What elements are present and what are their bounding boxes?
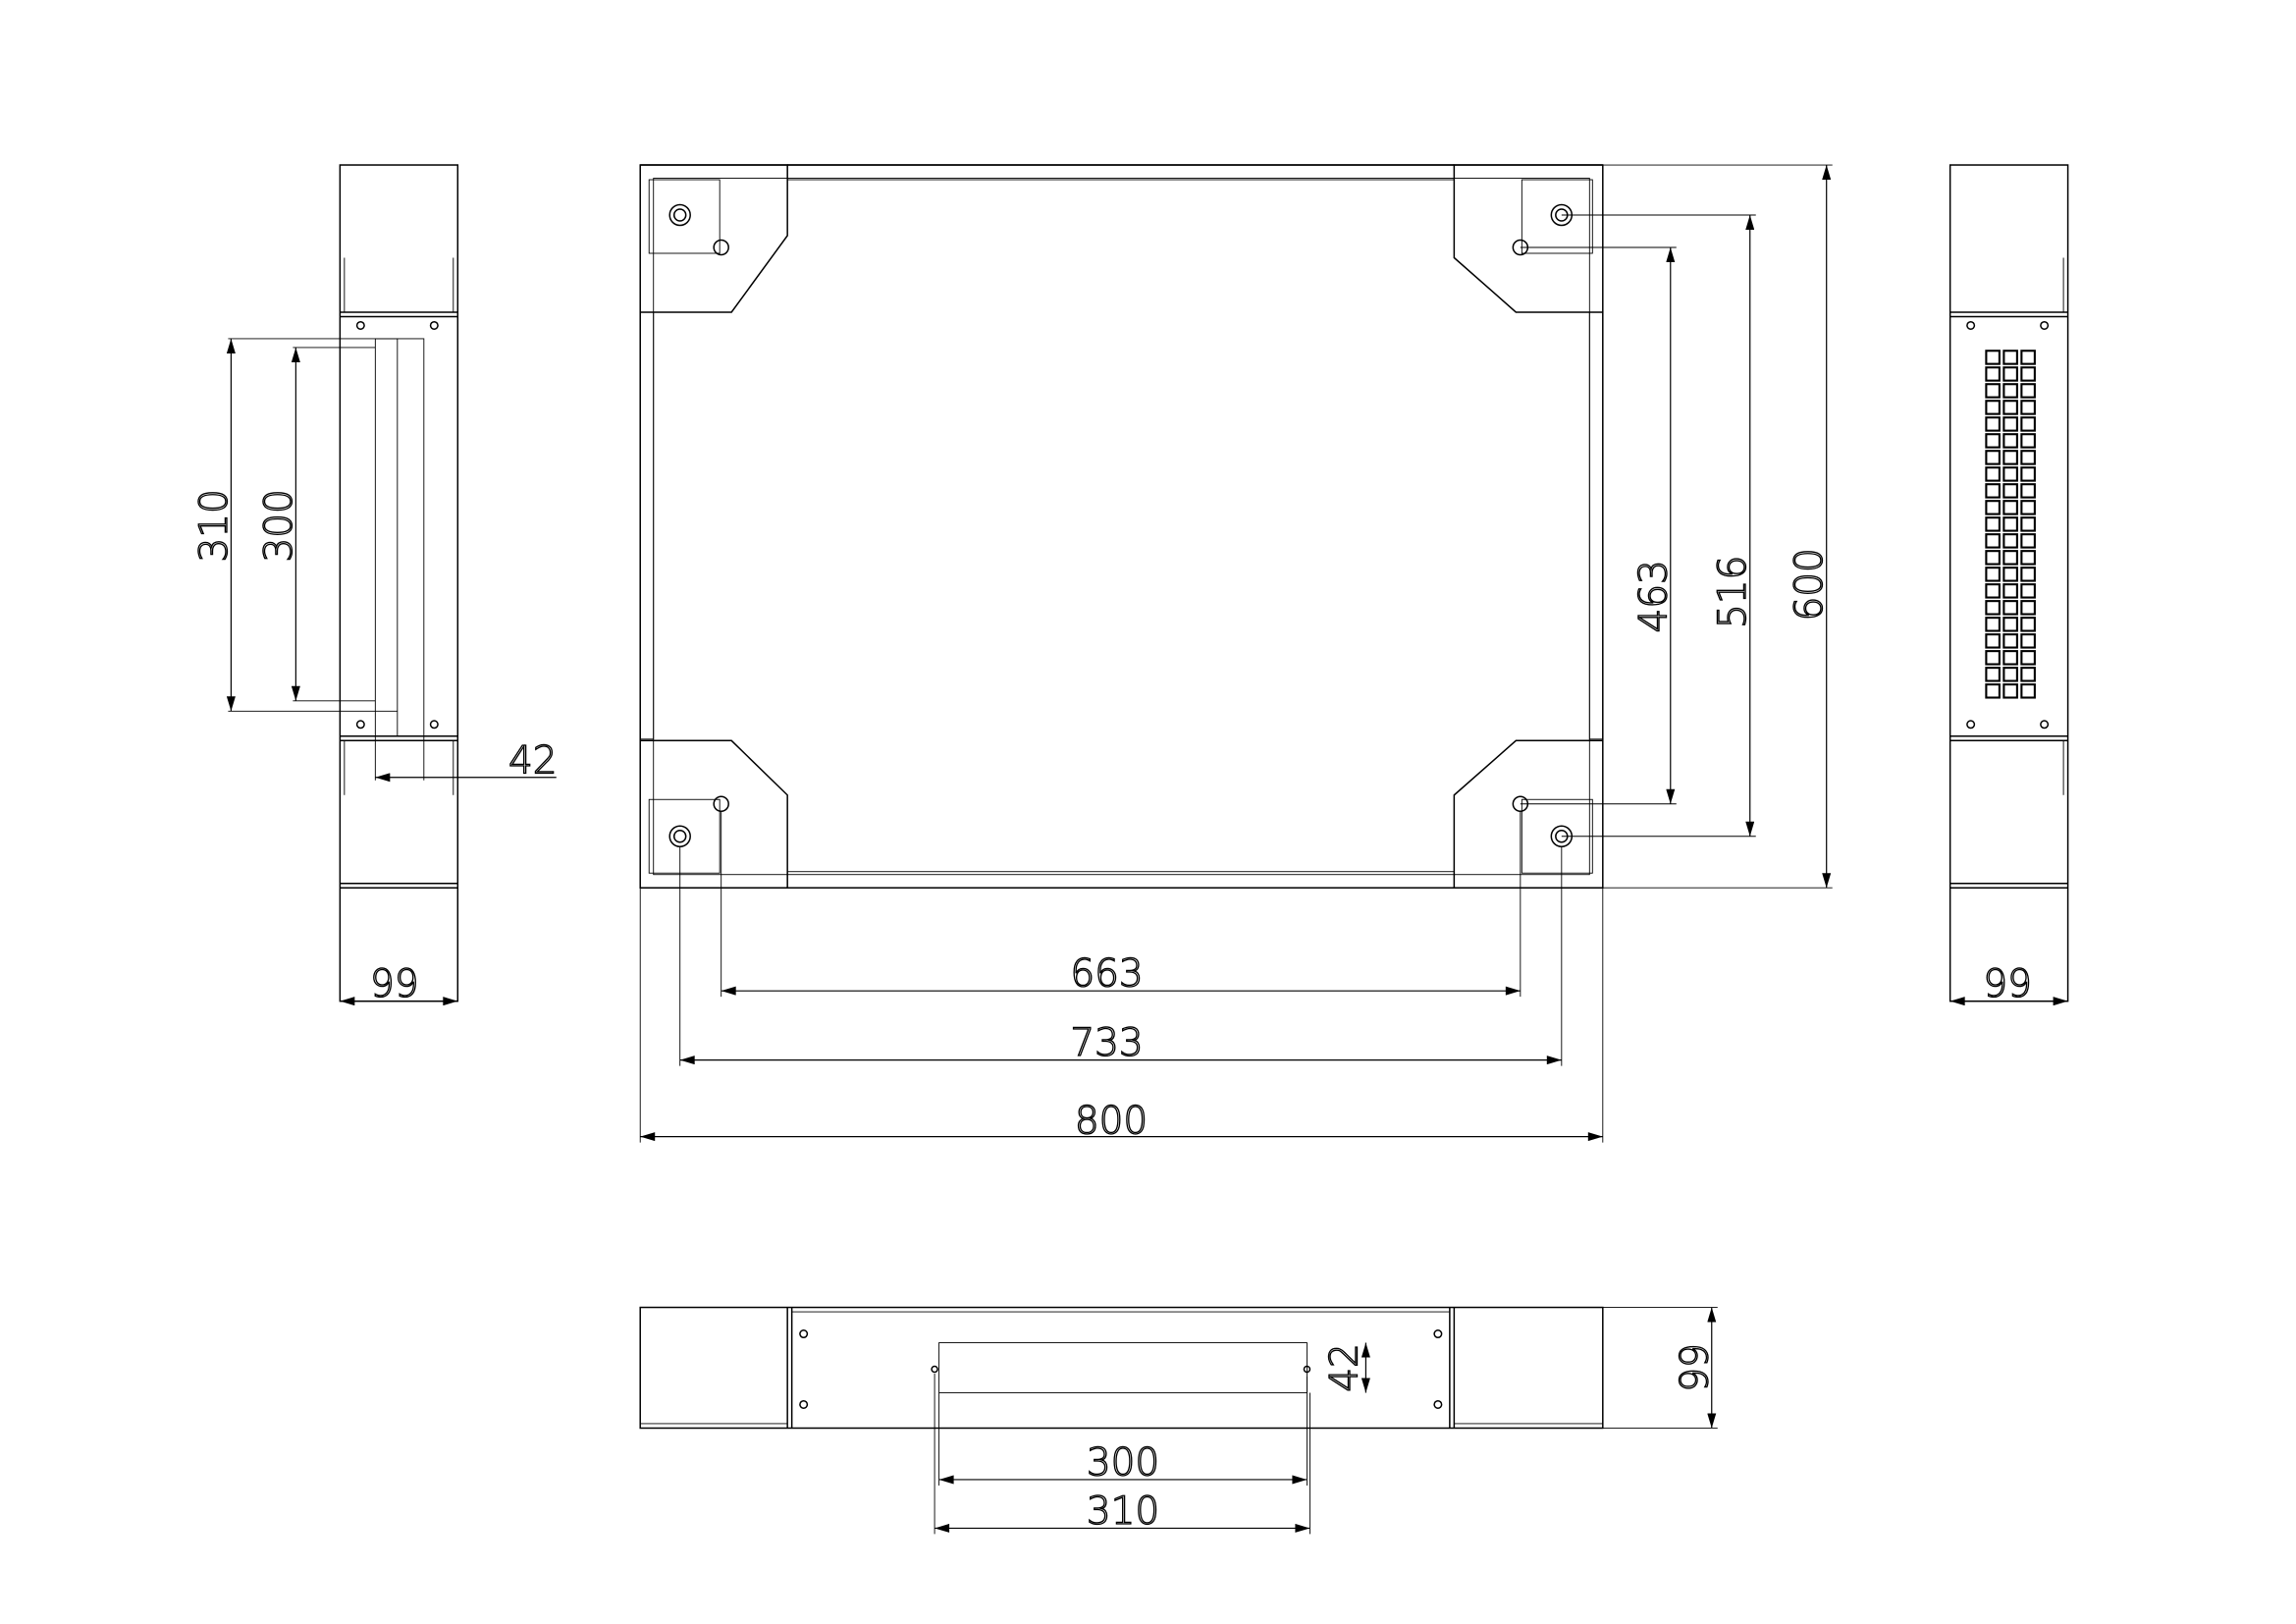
vent-slot [2020,400,2036,415]
vent-slot [2020,583,2036,599]
vent-slot [2020,450,2036,465]
top-view: 663 733 800 463 516 600 [639,164,1833,1144]
dim-800: 800 [1075,1100,1148,1144]
vent-slot [2002,650,2018,666]
vent-slot [1985,567,2001,582]
dim-42-front: 42 [1322,1343,1366,1392]
left-side-view: 310 300 42 99 [191,164,558,1007]
dim-516: 516 [1711,556,1755,628]
vent-slot [1985,366,2001,382]
vent-slot [1985,533,2001,549]
vent-slot [2020,617,2036,632]
vent-slot [1985,416,2001,432]
vent-slot [2020,683,2036,699]
vent-slot [2002,433,2018,449]
vent-slot [2020,416,2036,432]
vent-slot [1985,350,2001,365]
vent-slot [1985,600,2001,616]
vent-slot [2002,350,2018,365]
vent-slot [2002,600,2018,616]
vent-slot [1985,500,2001,515]
vent-slot [1985,633,2001,649]
vent-slot [2020,383,2036,399]
vent-slot [2020,550,2036,566]
vent-slot [2020,633,2036,649]
vent-slot [2002,383,2018,399]
vent-slot [1985,433,2001,449]
vent-slot [2002,450,2018,465]
vent-slot [2002,500,2018,515]
dim-310-front: 310 [1087,1489,1159,1534]
vent-slot [2020,567,2036,582]
vent-slot [2002,533,2018,549]
vent-slot [1985,516,2001,532]
vent-slot [1985,683,2001,699]
dim-663: 663 [1070,952,1143,997]
vent-slot [1985,617,2001,632]
vent-slot [2002,550,2018,566]
dim-310: 310 [192,489,237,562]
vent-slot [2020,600,2036,616]
vent-slot [2002,483,2018,499]
vent-slot [2002,633,2018,649]
vent-slot [1985,583,2001,599]
vent-slot [2020,483,2036,499]
vent-slot [2002,667,2018,682]
vent-grille [1985,350,2036,699]
dim-733: 733 [1070,1021,1143,1065]
vent-slot [1985,650,2001,666]
vent-slot [2002,366,2018,382]
vent-slot [2020,433,2036,449]
vent-slot [2002,617,2018,632]
vent-slot [1985,483,2001,499]
vent-slot [2002,400,2018,415]
vent-slot [1985,466,2001,482]
vent-slot [2020,500,2036,515]
vent-slot [2020,650,2036,666]
vent-slot [1985,667,2001,682]
vent-slot [1985,400,2001,415]
vent-slot [2020,466,2036,482]
right-side-view: 99 [1949,164,2069,1007]
vent-slot [2020,366,2036,382]
front-view: 300 310 42 99 [639,1306,1718,1535]
dim-99: 99 [370,962,419,1006]
vent-slot [2020,667,2036,682]
vent-slot [1985,383,2001,399]
dim-42: 42 [508,738,558,783]
dim-600: 600 [1788,548,1832,621]
dim-99-right: 99 [1983,962,2032,1006]
vent-slot [2020,516,2036,532]
vent-slot [2002,683,2018,699]
vent-slot [2002,583,2018,599]
vent-slot [2002,416,2018,432]
vent-slot [2002,567,2018,582]
vent-slot [2020,533,2036,549]
vent-slot [2020,350,2036,365]
dim-463: 463 [1631,560,1676,632]
dim-99-front: 99 [1673,1343,1717,1392]
vent-slot [1985,550,2001,566]
vent-slot [2002,466,2018,482]
dim-300-front: 300 [1087,1440,1159,1485]
vent-slot [1985,450,2001,465]
dim-300: 300 [257,489,301,562]
vent-slot [2002,516,2018,532]
